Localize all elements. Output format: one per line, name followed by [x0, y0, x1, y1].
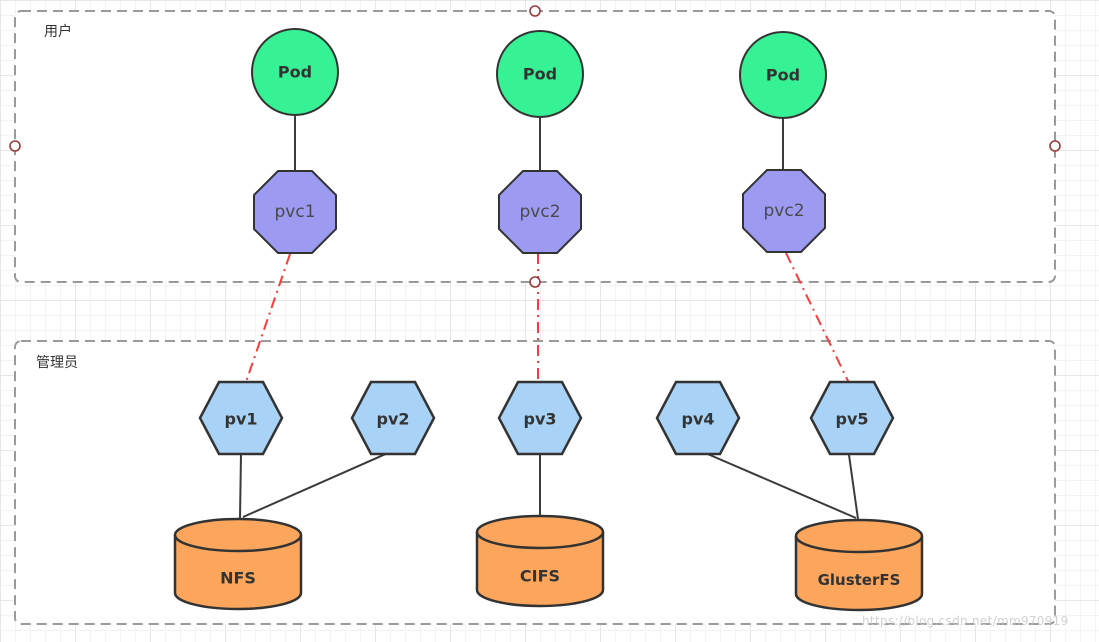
node-pvc-2[interactable]	[498, 170, 582, 254]
node-pv-3[interactable]	[497, 380, 583, 456]
node-pod-3[interactable]	[739, 31, 827, 119]
node-storage-cifs[interactable]	[475, 514, 605, 608]
edge-pv4-glusterfs	[702, 451, 857, 519]
node-storage-nfs[interactable]	[173, 517, 303, 611]
node-pvc-3[interactable]	[742, 169, 826, 253]
pv-1-label: pv1	[224, 409, 258, 429]
connection-handle-right[interactable]	[1049, 140, 1061, 152]
pvc-2-label: pvc2	[519, 202, 561, 222]
edge-pv5-glusterfs	[848, 454, 859, 520]
pod-3-label: Pod	[765, 65, 801, 85]
pv-2-label: pv2	[376, 409, 410, 429]
user-group-label: 用户	[44, 24, 72, 40]
connection-handle-left[interactable]	[9, 140, 21, 152]
connection-handle-bottom[interactable]	[529, 276, 541, 288]
pv-4-label: pv4	[681, 409, 715, 429]
edge-pvc2-pv5	[785, 252, 850, 384]
glusterfs-label: GlusterFS	[817, 571, 901, 589]
pvc-3-label: pvc2	[763, 201, 805, 221]
node-pv-2[interactable]	[350, 380, 436, 456]
node-pv-5[interactable]	[809, 380, 895, 456]
node-storage-glusterfs[interactable]	[794, 518, 924, 612]
pod-1-label: Pod	[277, 62, 313, 82]
node-pv-4[interactable]	[655, 380, 741, 456]
cifs-label: CIFS	[519, 566, 561, 586]
edge-pv2-nfs	[242, 452, 389, 518]
admin-group-label: 管理员	[36, 355, 78, 371]
edge-pv1-nfs	[239, 453, 242, 519]
pv-5-label: pv5	[835, 409, 869, 429]
node-pod-1[interactable]	[251, 28, 339, 116]
node-pvc-1[interactable]	[253, 170, 337, 254]
connection-handle-top[interactable]	[529, 5, 541, 17]
node-pv-1[interactable]	[198, 380, 284, 456]
pod-2-label: Pod	[522, 64, 558, 84]
pv-3-label: pv3	[523, 409, 557, 429]
nfs-label: NFS	[220, 568, 256, 588]
node-pod-2[interactable]	[496, 30, 584, 118]
pvc-1-label: pvc1	[274, 202, 316, 222]
watermark: https://blog.csdn.net/mm970919	[862, 614, 1069, 628]
